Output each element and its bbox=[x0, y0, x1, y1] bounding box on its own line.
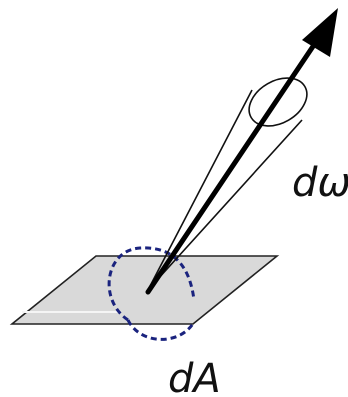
solid-angle-label: dω bbox=[292, 160, 348, 206]
area-label: dA bbox=[168, 356, 221, 397]
direction-arrow-head bbox=[302, 8, 338, 57]
direction-arrow-shaft bbox=[145, 27, 327, 295]
cone-edge-left bbox=[147, 89, 253, 291]
area-patch-bottom bbox=[126, 319, 196, 341]
area-patch-top bbox=[107, 246, 196, 322]
surface-plane bbox=[9, 255, 280, 325]
cone-cap-ellipse bbox=[248, 77, 308, 127]
cone-edge-right bbox=[147, 119, 303, 291]
